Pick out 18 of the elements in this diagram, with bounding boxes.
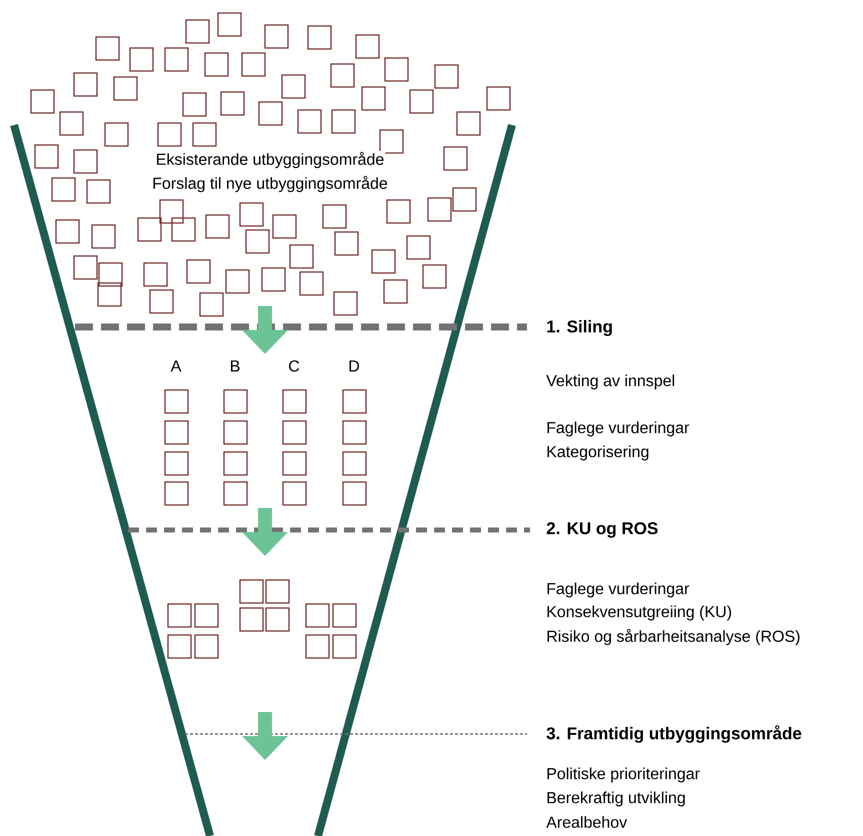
column-letter: A — [170, 360, 182, 372]
stage-heading: 1. Siling — [547, 320, 612, 336]
area-label: Forslag til nye utbyggingsområde — [151, 174, 389, 194]
step-text: Faglege vurderingar — [548, 422, 690, 436]
area-label: Eksisterande utbyggingsområde — [154, 150, 386, 170]
step-text: Faglege vurderingar — [548, 582, 690, 598]
step-text: Politiske prioriteringar — [548, 768, 700, 782]
step-text: Arealbehov — [546, 816, 628, 828]
column-letter: C — [289, 360, 300, 372]
column-letter: D — [350, 360, 360, 372]
step-text: Berekraftig utvikling — [548, 792, 685, 806]
step-text: Kategorisering — [548, 446, 648, 460]
stage-heading: 3. Framtidig utbyggingsområde — [546, 725, 802, 743]
stage-heading: 2. KU og ROS — [546, 522, 658, 538]
column-letter: B — [230, 360, 240, 372]
step-text: Vekting av innspel — [546, 374, 674, 390]
step-text: Risiko og sårbarheitsanalyse (ROS) — [548, 628, 800, 646]
step-text: Konsekvensutgreiing (KU) — [548, 606, 732, 620]
